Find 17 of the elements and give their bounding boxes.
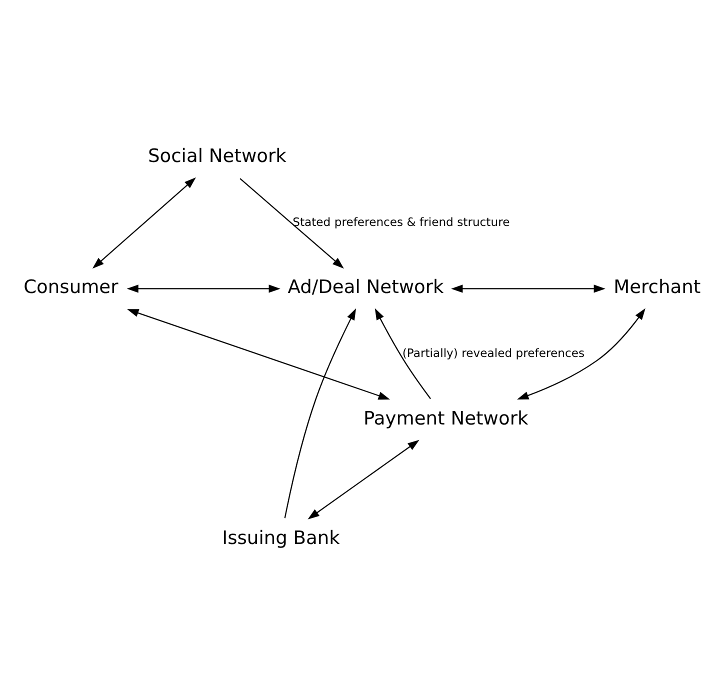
- arrow: [92, 177, 196, 269]
- node-text: Social Network: [148, 146, 286, 167]
- arrow: [308, 440, 420, 520]
- node-text: Consumer: [24, 277, 118, 298]
- edge-label: (Partially) revealed preferences: [402, 346, 585, 360]
- arrow: [284, 308, 356, 518]
- arrow: [127, 309, 390, 400]
- edge-label: Stated preferences & friend structure: [292, 215, 510, 230]
- arrow: [240, 178, 344, 269]
- node-text: Merchant: [614, 277, 701, 298]
- arrow: [516, 308, 646, 400]
- node-text: Issuing Bank: [222, 528, 340, 549]
- arrow: [374, 308, 431, 400]
- arrow: [451, 284, 606, 293]
- node-text: Payment Network: [364, 408, 528, 430]
- node-text: Ad/Deal Network: [288, 277, 444, 298]
- arrow: [126, 284, 280, 293]
